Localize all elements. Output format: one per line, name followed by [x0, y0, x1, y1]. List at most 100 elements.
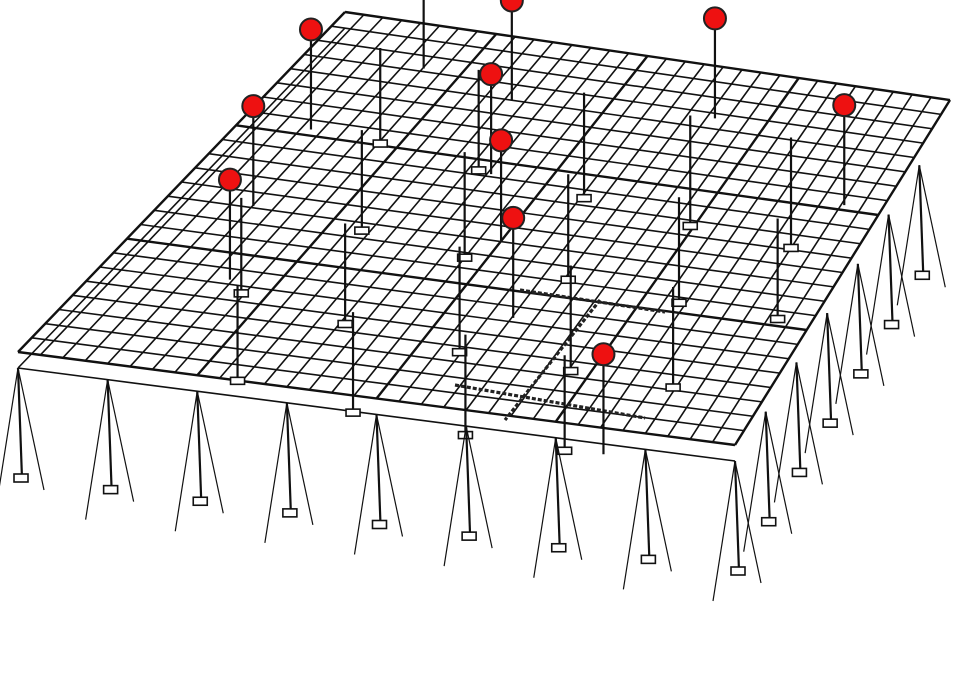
base-pad	[461, 531, 477, 541]
perimeter-leg	[106, 379, 113, 490]
base-pad	[229, 376, 246, 386]
leg-brace	[795, 362, 824, 485]
leg-brace	[443, 426, 467, 567]
perimeter-leg	[16, 367, 24, 479]
module-beam	[17, 350, 736, 447]
perimeter-leg	[644, 449, 651, 560]
grid-line	[304, 53, 924, 144]
base-pad	[791, 467, 808, 478]
leg-brace	[773, 362, 798, 503]
leg-brace	[533, 437, 557, 578]
leg-brace	[107, 379, 135, 502]
leg-brace	[465, 425, 493, 549]
red-marker	[702, 6, 727, 31]
red-markers	[217, 0, 857, 455]
grid-line	[86, 280, 780, 374]
leg-brace	[743, 411, 767, 552]
base-pad	[671, 298, 687, 308]
perimeter-leg	[887, 214, 894, 325]
base-pad	[282, 508, 298, 518]
module-beam	[344, 10, 951, 102]
leg-brace	[0, 367, 19, 487]
module-beam	[235, 124, 879, 217]
perimeter-leg	[196, 391, 203, 502]
leg-brace	[887, 214, 916, 337]
base-pad	[233, 289, 250, 298]
perimeter-leg	[764, 411, 771, 522]
base-pad	[914, 270, 931, 281]
base-pad	[102, 484, 119, 495]
perimeter-leg	[733, 460, 741, 572]
leg-brace	[174, 391, 198, 532]
grid-line	[208, 152, 861, 245]
red-marker	[499, 0, 524, 13]
grid-line	[276, 82, 906, 173]
base-pad	[560, 275, 577, 285]
leg-brace	[712, 460, 736, 602]
grid-line	[113, 252, 798, 346]
grid-line	[31, 337, 745, 432]
support-columns	[229, 48, 799, 456]
base-pad	[345, 408, 361, 417]
perimeter-leg	[375, 414, 382, 525]
leg-brace	[196, 391, 224, 514]
grid-line	[290, 67, 915, 159]
perimeter-leg	[285, 402, 292, 513]
module-seams	[454, 288, 666, 421]
base-pad	[13, 473, 29, 483]
leg-brace	[644, 449, 672, 572]
base-pad	[730, 566, 746, 576]
leg-brace	[85, 379, 109, 520]
red-marker	[479, 62, 504, 87]
leg-brace	[835, 263, 859, 404]
leg-brace	[765, 411, 793, 534]
base-pad	[682, 221, 699, 231]
leg-brace	[826, 313, 854, 436]
red-marker	[298, 17, 323, 42]
base-pad	[640, 554, 657, 565]
red-marker	[241, 94, 266, 119]
grid-line	[72, 294, 771, 389]
leg-brace	[804, 313, 828, 454]
grid-line	[58, 308, 762, 403]
leg-brace	[865, 214, 890, 355]
base-pad	[371, 519, 388, 530]
perimeter-legs	[0, 165, 946, 602]
base-pad	[883, 319, 900, 330]
perimeter-leg	[795, 362, 802, 473]
perimeter-leg	[856, 263, 863, 374]
base-pad	[760, 516, 777, 527]
perimeter-leg	[554, 437, 561, 548]
grid-line	[167, 195, 834, 288]
grid-line	[154, 209, 825, 303]
module-seam	[519, 288, 666, 314]
red-marker	[832, 93, 857, 118]
perimeter-leg	[826, 313, 833, 424]
red-marker	[591, 342, 616, 367]
base-pad	[192, 496, 209, 507]
grid-line	[222, 138, 870, 231]
base-pad	[456, 253, 473, 262]
roof-edge	[17, 27, 346, 369]
red-marker	[501, 205, 526, 230]
leg-brace	[857, 263, 885, 386]
base-pad	[576, 193, 592, 203]
grid-line	[140, 223, 816, 317]
base-pad	[562, 366, 579, 376]
leg-brace	[555, 437, 583, 560]
base-pad	[550, 542, 567, 553]
base-pad	[665, 383, 681, 392]
grid-line	[45, 322, 754, 418]
leg-brace	[622, 449, 646, 590]
base-pad	[853, 369, 869, 379]
red-marker	[489, 128, 514, 153]
base-pad	[556, 446, 573, 456]
base-pad	[354, 226, 370, 235]
grid-line	[249, 110, 888, 202]
leg-brace	[896, 165, 920, 306]
leg-brace	[286, 402, 314, 526]
module-seam	[454, 383, 646, 420]
base-pad	[372, 139, 389, 148]
leg-brace	[17, 367, 45, 491]
